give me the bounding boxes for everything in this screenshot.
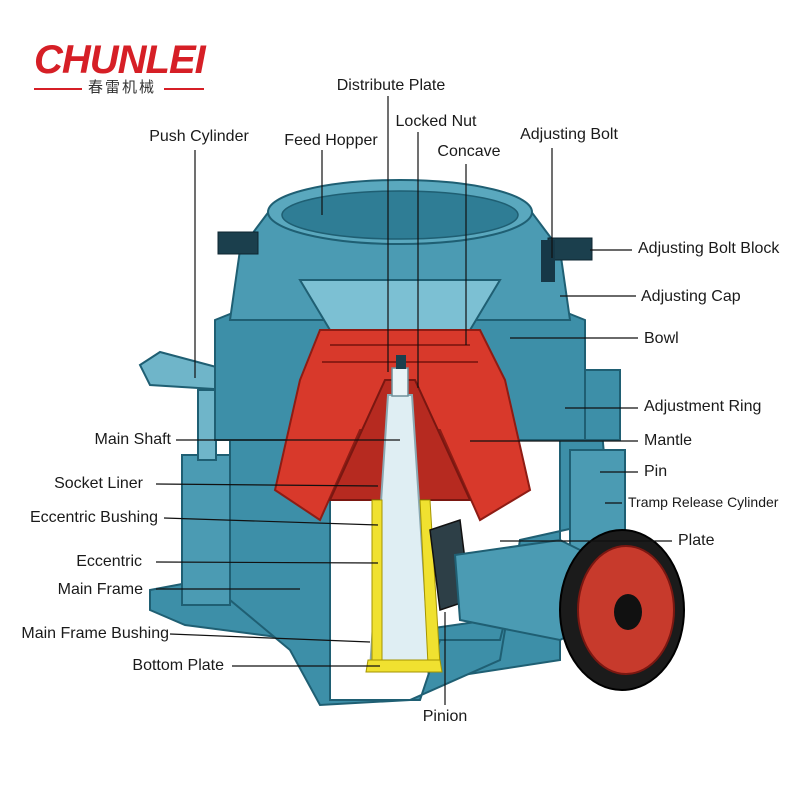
label-adjusting-cap: Adjusting Cap xyxy=(641,288,741,305)
label-main-shaft: Main Shaft xyxy=(94,431,171,448)
leader-eccentric xyxy=(155,561,379,564)
label-bottom-plate: Bottom Plate xyxy=(132,657,224,674)
label-adjustment-ring: Adjustment Ring xyxy=(644,398,762,415)
label-pinion: Pinion xyxy=(422,708,468,725)
leader-lines xyxy=(155,96,672,705)
logo-bar-right xyxy=(164,88,204,90)
label-eccentric-bushing: Eccentric Bushing xyxy=(29,509,158,526)
label-bowl: Bowl xyxy=(644,330,679,347)
feed-hopper-throat xyxy=(298,279,502,331)
logo-wordmark: CHUNLEI xyxy=(34,38,206,82)
label-locked-nut: Locked Nut xyxy=(395,113,477,130)
label-eccentric: Eccentric xyxy=(76,553,142,570)
main-frame xyxy=(229,408,612,707)
logo-bar-left xyxy=(34,88,82,90)
chunlei-logo: CHUNLEI 春雷机械 xyxy=(34,38,206,100)
leader-eccentric-bushing xyxy=(163,517,379,526)
label-tramp-release-cylinder: Tramp Release Cylinder xyxy=(628,494,779,510)
leader-main-frame-bushing xyxy=(169,633,371,643)
label-adjusting-bolt-block: Adjusting Bolt Block xyxy=(638,240,780,257)
label-main-frame-bushing: Main Frame Bushing xyxy=(21,625,169,642)
feed-hopper-inner xyxy=(281,190,519,240)
pulley-hub xyxy=(614,594,642,630)
locked-nut xyxy=(391,367,409,397)
label-pin: Pin xyxy=(644,463,668,480)
adjusting-bolt-block-left xyxy=(217,231,259,255)
logo-chinese-text: 春雷机械 xyxy=(88,78,157,96)
label-plate: Plate xyxy=(678,532,715,549)
label-push-cylinder: Push Cylinder xyxy=(149,128,249,145)
label-distribute-plate: Distribute Plate xyxy=(336,77,446,94)
label-mantle: Mantle xyxy=(644,432,693,449)
label-socket-liner: Socket Liner xyxy=(54,475,143,492)
bottom-plate xyxy=(365,659,443,673)
label-feed-hopper: Feed Hopper xyxy=(284,132,378,149)
push-cylinder-rod xyxy=(197,389,217,461)
label-concave: Concave xyxy=(437,143,501,160)
label-adjusting-bolt: Adjusting Bolt xyxy=(520,126,618,143)
leader-socket-liner xyxy=(155,483,379,487)
adjusting-bolt xyxy=(541,240,555,282)
label-main-frame: Main Frame xyxy=(57,581,143,598)
distribute-plate xyxy=(396,355,406,369)
push-cylinder-body xyxy=(181,454,231,606)
